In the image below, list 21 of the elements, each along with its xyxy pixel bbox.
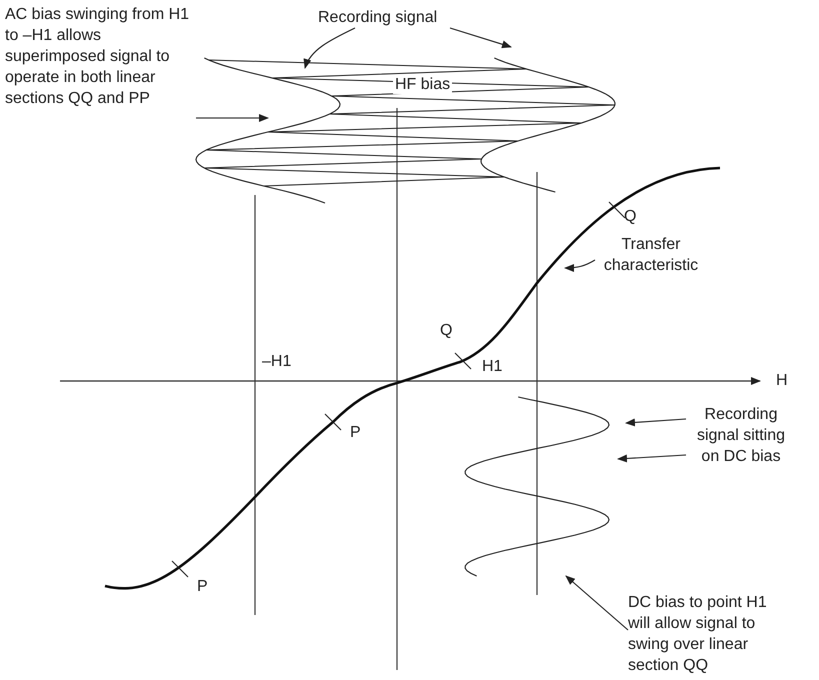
- annotation-text: DC bias to point H1 will allow signal to swing over linear section QQ: [628, 592, 793, 676]
- axis-point-label: H: [776, 372, 788, 390]
- axis-point-label: –H1: [262, 353, 292, 371]
- leader-arrow: [617, 454, 686, 462]
- annotation-text: Transfer characteristic: [595, 234, 707, 276]
- leader-arrow: [564, 260, 596, 272]
- axis-point-label: Q: [624, 208, 636, 226]
- axis-point-label: P: [350, 424, 361, 442]
- annotation-text: AC bias swinging from H1 to –H1 allows superimposed signal to operate in both linear sections QQ and PP: [5, 4, 195, 109]
- leader-arrow: [565, 575, 628, 630]
- axis-point-label: P: [197, 578, 208, 596]
- axis-point-label: Q: [440, 322, 452, 340]
- annotation-text: Recording signal: [318, 7, 458, 28]
- part-label: HF bias: [393, 76, 452, 94]
- annotation-text: Recording signal sitting on DC bias: [686, 404, 796, 467]
- leader-arrow: [450, 27, 512, 48]
- leader-arrow: [625, 418, 686, 426]
- leader-arrow: [196, 114, 269, 122]
- axis-point-label: H1: [482, 358, 502, 376]
- bias-waveform-drawing: [195, 58, 616, 204]
- leader-arrow: [304, 28, 356, 69]
